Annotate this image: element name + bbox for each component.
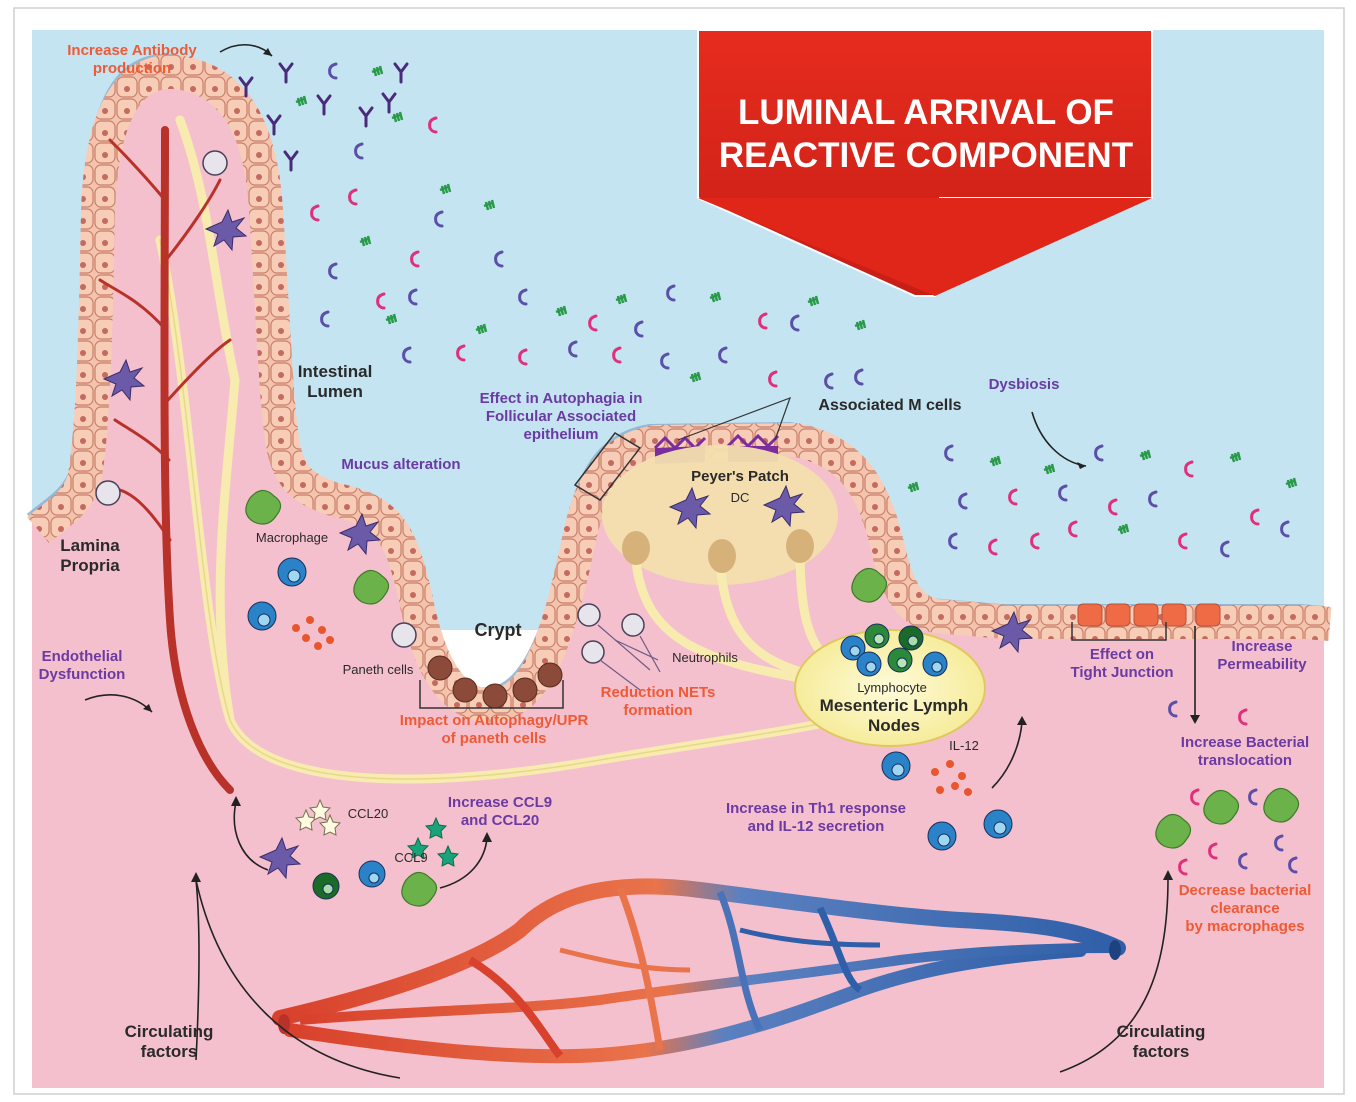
dc-label: DC [720,490,760,506]
neutrophils-label: Neutrophils [660,650,750,666]
mucus-alteration-label: Mucus alteration [330,456,472,474]
crypt-label: Crypt [458,620,538,642]
paneth-cells-label: Paneth cells [332,662,424,678]
ccl20-label: CCL20 [340,806,396,822]
tight-junction-cells [1078,604,1220,626]
ccl9-label: CCL9 [386,850,436,866]
th1-response-label: Increase in Th1 responseand IL-12 secret… [706,800,926,836]
lymphocyte-label: Lymphocyte [844,680,940,696]
banner-title: LUMINAL ARRIVAL OF REACTIVE COMPONENT [700,92,1152,177]
peyers-patch-label: Peyer's Patch [676,468,804,486]
tight-junction-label: Effect onTight Junction [1056,646,1188,682]
lamina-propria-label: LaminaPropria [38,536,142,577]
macrophage-label: Macrophage [244,530,340,546]
banner-line-2: REACTIVE COMPONENT [700,135,1152,178]
dysbiosis-label: Dysbiosis [974,376,1074,394]
banner-line-1: LUMINAL ARRIVAL OF [700,92,1152,135]
il12-label: IL-12 [936,738,992,754]
bacterial-clearance-label: Decrease bacterialclearanceby macrophage… [1160,882,1330,936]
m-cells-label: Associated M cells [796,396,984,415]
circulating-factors-left-label: Circulatingfactors [106,1022,232,1063]
